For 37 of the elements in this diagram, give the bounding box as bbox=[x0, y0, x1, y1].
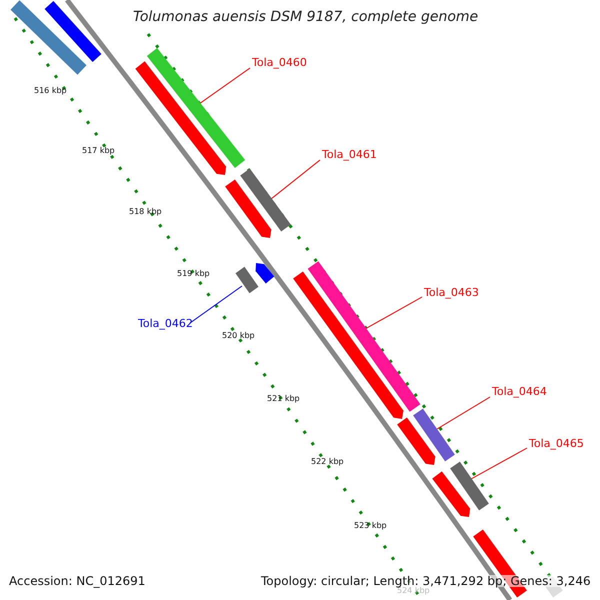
tick-label: 524 kbp bbox=[397, 587, 430, 595]
leader-line bbox=[270, 160, 320, 200]
leader-line bbox=[198, 68, 250, 104]
gene-label: Tola_0460 bbox=[252, 57, 307, 68]
leader-line bbox=[364, 296, 422, 330]
gene-bar bbox=[225, 180, 272, 238]
gene-bar bbox=[256, 263, 274, 284]
gene-bar bbox=[240, 168, 291, 232]
title: Tolumonas auensis DSM 9187, complete genome bbox=[133, 10, 478, 24]
gene-bar bbox=[308, 261, 420, 412]
tick-label: 519 kbp bbox=[177, 270, 210, 278]
gene-bar bbox=[397, 418, 436, 465]
gene-label: Tola_0462 bbox=[138, 318, 193, 329]
gene-bar bbox=[450, 462, 489, 510]
tick-label: 516 kbp bbox=[34, 87, 67, 95]
gene-bar bbox=[146, 48, 246, 168]
tick-label: 517 kbp bbox=[82, 147, 115, 155]
leader-line bbox=[190, 286, 242, 324]
tick-label: 523 kbp bbox=[354, 522, 387, 530]
gene-label: Tola_0463 bbox=[424, 287, 479, 298]
tick-label: 521 kbp bbox=[267, 395, 300, 403]
gene-bar bbox=[10, 0, 86, 75]
info-text: Accession: NC_012691 bbox=[9, 575, 146, 587]
gene-bar bbox=[44, 1, 102, 62]
gene-bar bbox=[413, 408, 455, 462]
tick-label: 518 kbp bbox=[129, 208, 162, 216]
gene-label: Tola_0464 bbox=[492, 386, 547, 397]
gene-bar bbox=[135, 61, 226, 175]
gene-label: Tola_0465 bbox=[529, 438, 584, 449]
leader-line bbox=[470, 448, 528, 480]
gene-label: Tola_0461 bbox=[322, 149, 377, 160]
gene-bar bbox=[236, 266, 258, 294]
gene-bar bbox=[432, 471, 470, 517]
tick-label: 520 kbp bbox=[222, 332, 255, 340]
tick-label: 522 kbp bbox=[311, 458, 344, 466]
leader-line bbox=[436, 396, 490, 430]
info-text: Topology: circular; Length: 3,471,292 bp; Genes: 3,246 bbox=[261, 575, 591, 587]
